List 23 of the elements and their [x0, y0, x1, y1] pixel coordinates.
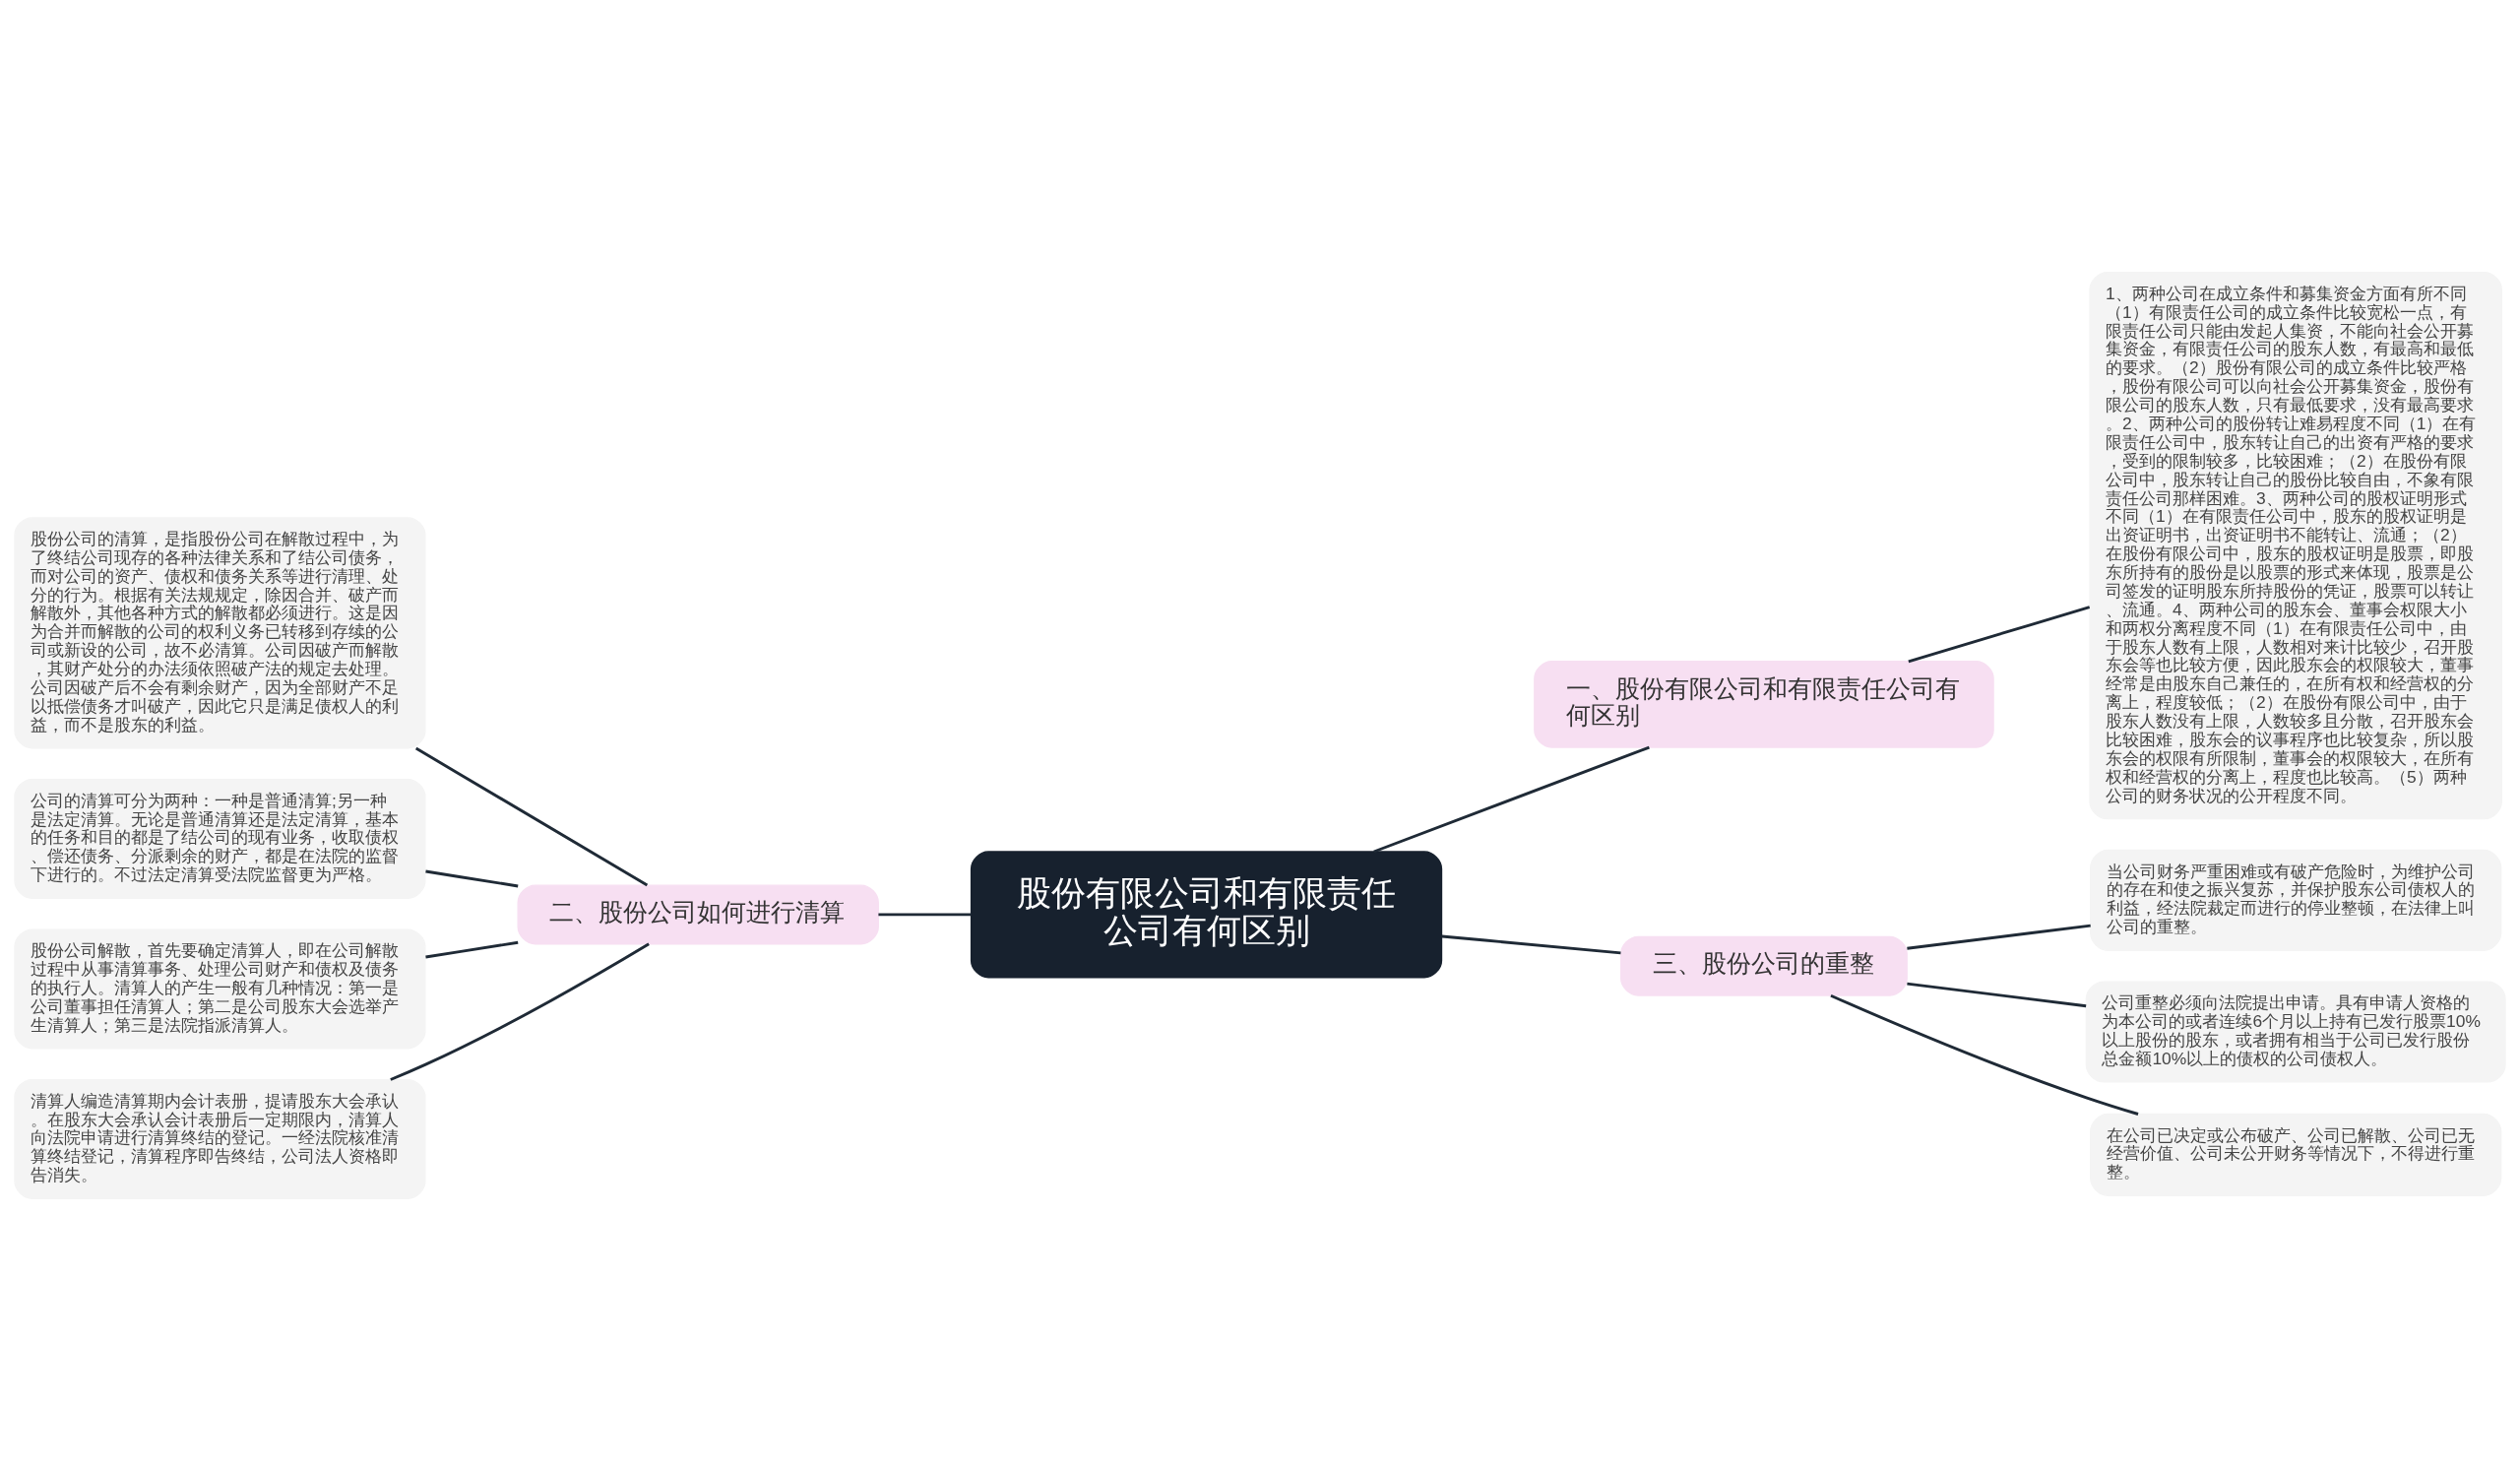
- node-box: 股份公司解散，首先要确定清算人，即在公司解散过程中从事清算事务、处理公司财产和债权及债务的执行人。清算人的产生一般有几种情况：第一是公司董事担任清算人；第二是公司股东大会选举产生清算人；第三是法院指派清算人。: [14, 927, 426, 1049]
- connector: [1908, 605, 2091, 663]
- node-box: 股份有限公司和有限责任公司有何区别: [970, 850, 1443, 979]
- node-box: 公司的清算可分为两种：一种是普通清算;另一种是法定清算。无论是普通清算还是法定清算，基本的任务和目的都是了结公司的现有业务，收取债权、偿还债务、分派剩余的财产，都是在法院的监督下进行的。不过法定清算受法院监督更为严格。: [14, 778, 426, 899]
- connector: [414, 746, 649, 886]
- connector: [1907, 982, 2087, 1007]
- node-box: 股份公司的清算，是指股份公司在解散过程中，为了终结公司现存的各种法律关系和了结公司债务，而对公司的资产、债权和债务关系等进行清理、处分的行为。根据有关法规规定，除因合并、破产而解散外，其他各种方式的解散都必须进行。这是因为合并而解散的公司的权利义务已转移到存续的公司或新设的公司，故不必清算。公司因破产而解散，其财产处分的办法须依照破产法的规定去处理。公司因破产后不会有剩余财产，因为全部财产不足以抵偿债务才叫破产，因此它只是满足债权人的利益，而不是股东的利益。: [14, 516, 426, 748]
- node-box: 公司重整必须向法院提出申请。具有申请人资格的为本公司的或者连续6个月以上持有已发行股票10%以上股份的股东，或者拥有相当于公司已发行股份总金额10%以上的债权的公司债权人。: [2085, 980, 2506, 1083]
- node-box: 二、股份公司如何进行清算: [517, 883, 879, 944]
- node-box: 1、两种公司在成立条件和募集资金方面有所不同（1）有限责任公司的成立条件比较宽松一点，有限责任公司只能由发起人集资，不能向社会公开募集资金，有限责任公司的股东人数，有最高和最低的要求。（2）股份有限公司的成立条件比较严格，股份有限公司可以向社会公开募集资金，股份有限公司的股东人数，只有最低要求，没有最高要求。2、两种公司的股份转让难易程度不同（1）在有限责任公司中，股东转让自己的出资有严格的要求，受到的限制较多，比较困难；（2）在股份有限公司中，股东转让自己的股份比较自由，不象有限责任公司那样困难。3、两种公司的股权证明形式不同（1）在有限责任公司中，股东的股权证明是出资证明书，出资证明书不能转让、流通；（2）在股份有限公司中，股东的股权证明是股票，即股东所持有的股份是以股票的形式来体现，股票是公司签发的证明股东所持股份的凭证，股票可以转让、流通。4、两种公司的股东会、董事会权限大小和两权分离程度不同（1）在有限责任公司中，由于股东人数有上限，人数相对来计比较少，召开股东会等也比较方便，因此股东会的权限较大，董事经常是由股东自己兼任的，在所有权和经营权的分离上，程度较低；（2）在股份有限公司中，由于股东人数没有上限，人数较多且分散，召开股东会比较困难，股东会的议事程序也比较复杂，所以股东会的权限有所限制，董事会的权限较大，在所有权和经营权的分离上，程度也比较高。（5）两种公司的财务状况的公开程度不同。: [2089, 271, 2503, 819]
- connector: [1441, 934, 1621, 954]
- connector: [1907, 924, 2091, 950]
- connector: [425, 940, 519, 958]
- connector: [390, 942, 650, 1081]
- node-box: 三、股份公司的重整: [1620, 935, 1908, 996]
- connector: [1830, 993, 2139, 1116]
- node-box: 在公司已决定或公布破产、公司已解散、公司已无经营价值、公司未公开财务等情况下，不得进行重整。: [2090, 1113, 2502, 1196]
- node-box: 当公司财务严重困难或有破产危险时，为维护公司的存在和使之振兴复苏，并保护股东公司债权人的利益，经法院裁定而进行的停业整顿，在法律上叫公司的重整。: [2090, 849, 2502, 951]
- node-box: 清算人编造清算期内会计表册，提请股东大会承认。在股东大会承认会计表册后一定期限内，清算人向法院申请进行清算终结的登记。一经法院核准清算终结登记，清算程序即告终结，公司法人资格即告消失。: [14, 1078, 426, 1199]
- connector: [1373, 745, 1650, 853]
- node-box: 一、股份有限公司和有限责任公司有何区别: [1534, 660, 1994, 748]
- connector: [878, 912, 972, 916]
- connector: [425, 869, 519, 887]
